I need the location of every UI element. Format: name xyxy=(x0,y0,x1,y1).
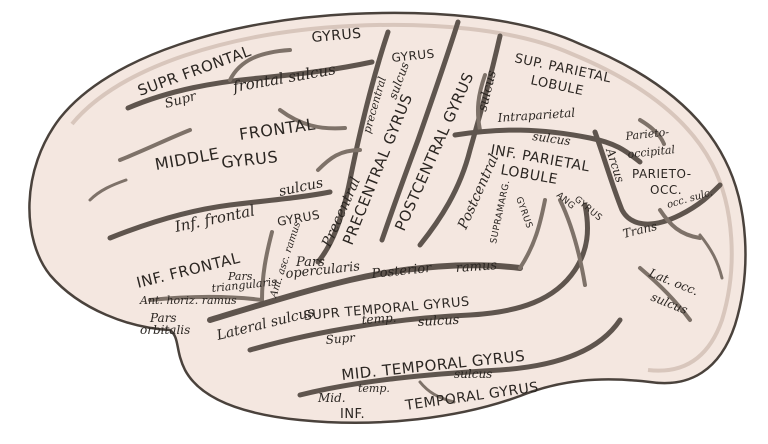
label-ramus: ramus xyxy=(455,258,498,276)
occipital-pole-curve xyxy=(698,233,724,280)
postcentral-sulcus-upper xyxy=(475,73,487,132)
angular-furrow xyxy=(558,198,587,287)
label-pars-orbitalis-b: orbitalis xyxy=(140,323,190,337)
label-mid-temp-c: sulcus xyxy=(454,367,492,381)
central-sulcus xyxy=(379,19,461,243)
label-intraparietal-b: sulcus xyxy=(532,129,572,148)
supr-frontal-sulcus-line xyxy=(125,59,375,111)
middle-frontal-branch-a xyxy=(118,128,192,162)
supr-frontal-branch xyxy=(228,48,292,82)
parieto-occipital-arcus xyxy=(592,129,723,227)
lateral-sulcus-line xyxy=(207,262,523,323)
label-supr-temp-a: Supr xyxy=(325,330,357,347)
label-supr-temp-b: temp. xyxy=(361,311,397,327)
label-parieto-occ-b: OCC. xyxy=(650,183,682,197)
ant-horiz-ramus-line xyxy=(148,295,264,302)
inf-frontal-sulcus-line xyxy=(107,189,333,241)
label-parieto-occipital-b: occipital xyxy=(627,143,676,161)
brain-inner-rim xyxy=(70,22,734,373)
lat-occ-sulcus-line xyxy=(638,266,692,322)
precentral-sulcus-branch xyxy=(316,148,362,172)
label-gyrus-top: GYRUS xyxy=(311,26,362,46)
trans-occ-sulcus xyxy=(658,208,702,240)
label-mid-temp-b: temp. xyxy=(358,382,390,395)
middle-frontal-branch-b xyxy=(278,108,347,131)
label-parieto-occipital-a: Parieto- xyxy=(624,125,670,143)
label-intraparietal-a: Intraparietal xyxy=(496,106,575,125)
label-pars-triangularis-a: Pars xyxy=(227,270,253,283)
label-parieto-occ-a: PARIETO- xyxy=(632,167,692,181)
label-supr-temp-c: sulcus xyxy=(417,313,460,330)
label-pars-orbitalis-a: Pars xyxy=(149,311,177,325)
mid-temp-branch xyxy=(418,380,456,404)
label-posterior: Posterior xyxy=(370,261,433,282)
label-pars-opercularis-a: Pars xyxy=(295,255,325,270)
label-inf: INF. xyxy=(340,407,365,422)
postcentral-sulcus-line xyxy=(417,33,503,248)
label-ant-horiz-ramus: Ant. horiz. ramus xyxy=(139,294,237,307)
mid-temp-sulcus-line xyxy=(297,317,623,398)
ant-asc-ramus-line xyxy=(260,230,274,302)
posterior-ramus-up xyxy=(518,198,547,270)
supr-temp-sulcus-line xyxy=(247,202,591,353)
label-gyrus-sulcus-a: GYRUS xyxy=(391,47,436,65)
intraparietal-sulcus xyxy=(452,127,643,165)
parieto-occipital-notch xyxy=(638,118,666,146)
precentral-sulcus-line xyxy=(315,29,391,265)
middle-frontal-branch-c xyxy=(88,178,128,202)
label-mid-temp-a: Mid. xyxy=(317,391,346,405)
